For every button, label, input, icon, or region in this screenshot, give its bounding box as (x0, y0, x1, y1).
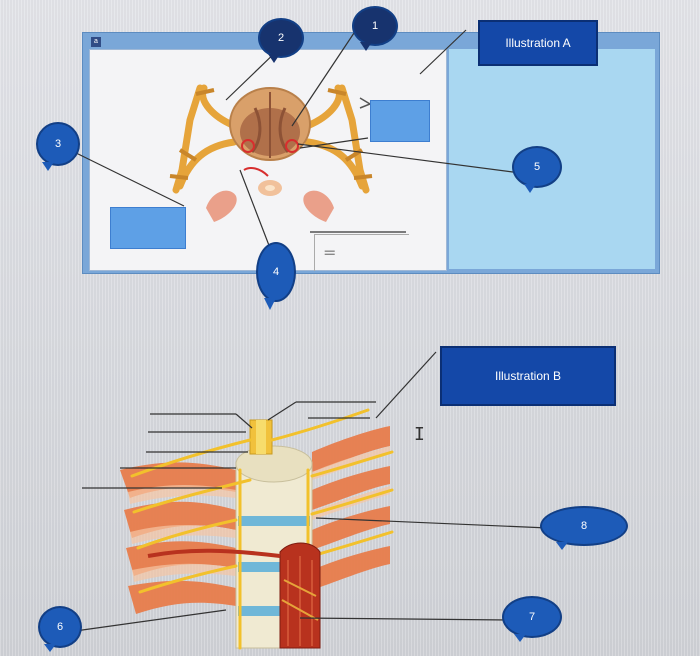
callout-1: 1 (352, 6, 398, 51)
blank-label-box-left[interactable] (110, 207, 186, 249)
callout-7: 7 (502, 596, 562, 642)
callout-8: 8 (540, 506, 628, 550)
callout-3: 3 (36, 122, 80, 171)
spinal-cord-cross-section (169, 84, 373, 222)
callout-5: 5 (512, 146, 562, 193)
spinal-column-illustration (120, 408, 394, 650)
text-cursor-icon: I (414, 424, 425, 445)
illustration-a-title: Illustration A (478, 20, 598, 66)
blank-label-box-right[interactable] (370, 100, 430, 142)
callout-4: 4 (256, 242, 296, 310)
equals-note: = (314, 234, 409, 271)
callout-6: 6 (38, 606, 82, 652)
illustration-b-title: Illustration B (440, 346, 616, 406)
panel-badge: a (91, 37, 101, 47)
callout-2: 2 (258, 18, 304, 63)
leader-lines (67, 23, 549, 633)
